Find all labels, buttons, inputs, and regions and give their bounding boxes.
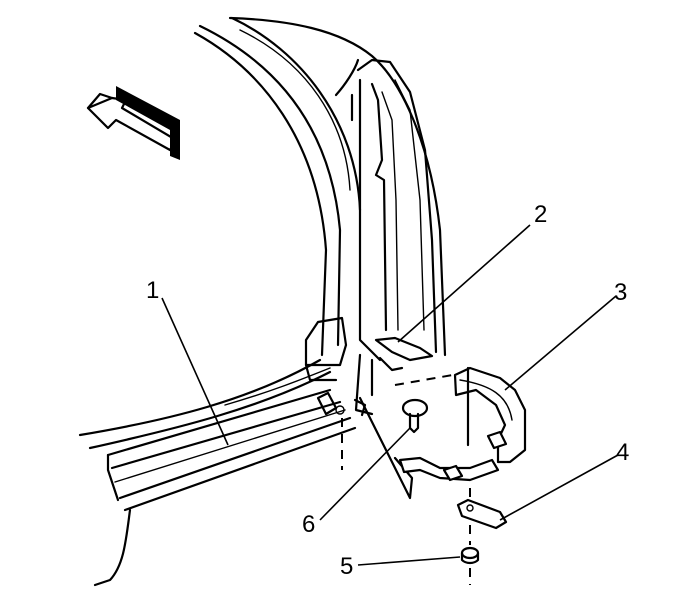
callout-6: 6 <box>302 511 315 538</box>
callout-1: 1 <box>146 277 159 304</box>
callout-leaders <box>161 224 619 566</box>
door-edge-block <box>304 316 348 382</box>
callout-3: 3 <box>614 279 627 306</box>
rocker-molding <box>93 388 367 587</box>
retainer-clip <box>456 498 508 530</box>
nut <box>460 546 480 565</box>
callout-5: 5 <box>340 553 353 580</box>
pillar-weatherstrip <box>228 16 447 416</box>
alignment-lines <box>341 371 471 585</box>
lower-plate <box>358 396 500 500</box>
forward-direction-arrow-icon <box>86 86 180 160</box>
callout-4: 4 <box>616 439 629 466</box>
push-pin-fastener <box>401 398 429 434</box>
callout-2: 2 <box>534 201 547 228</box>
door-opening-outline <box>78 16 362 450</box>
end-cap-bracket <box>453 366 527 464</box>
